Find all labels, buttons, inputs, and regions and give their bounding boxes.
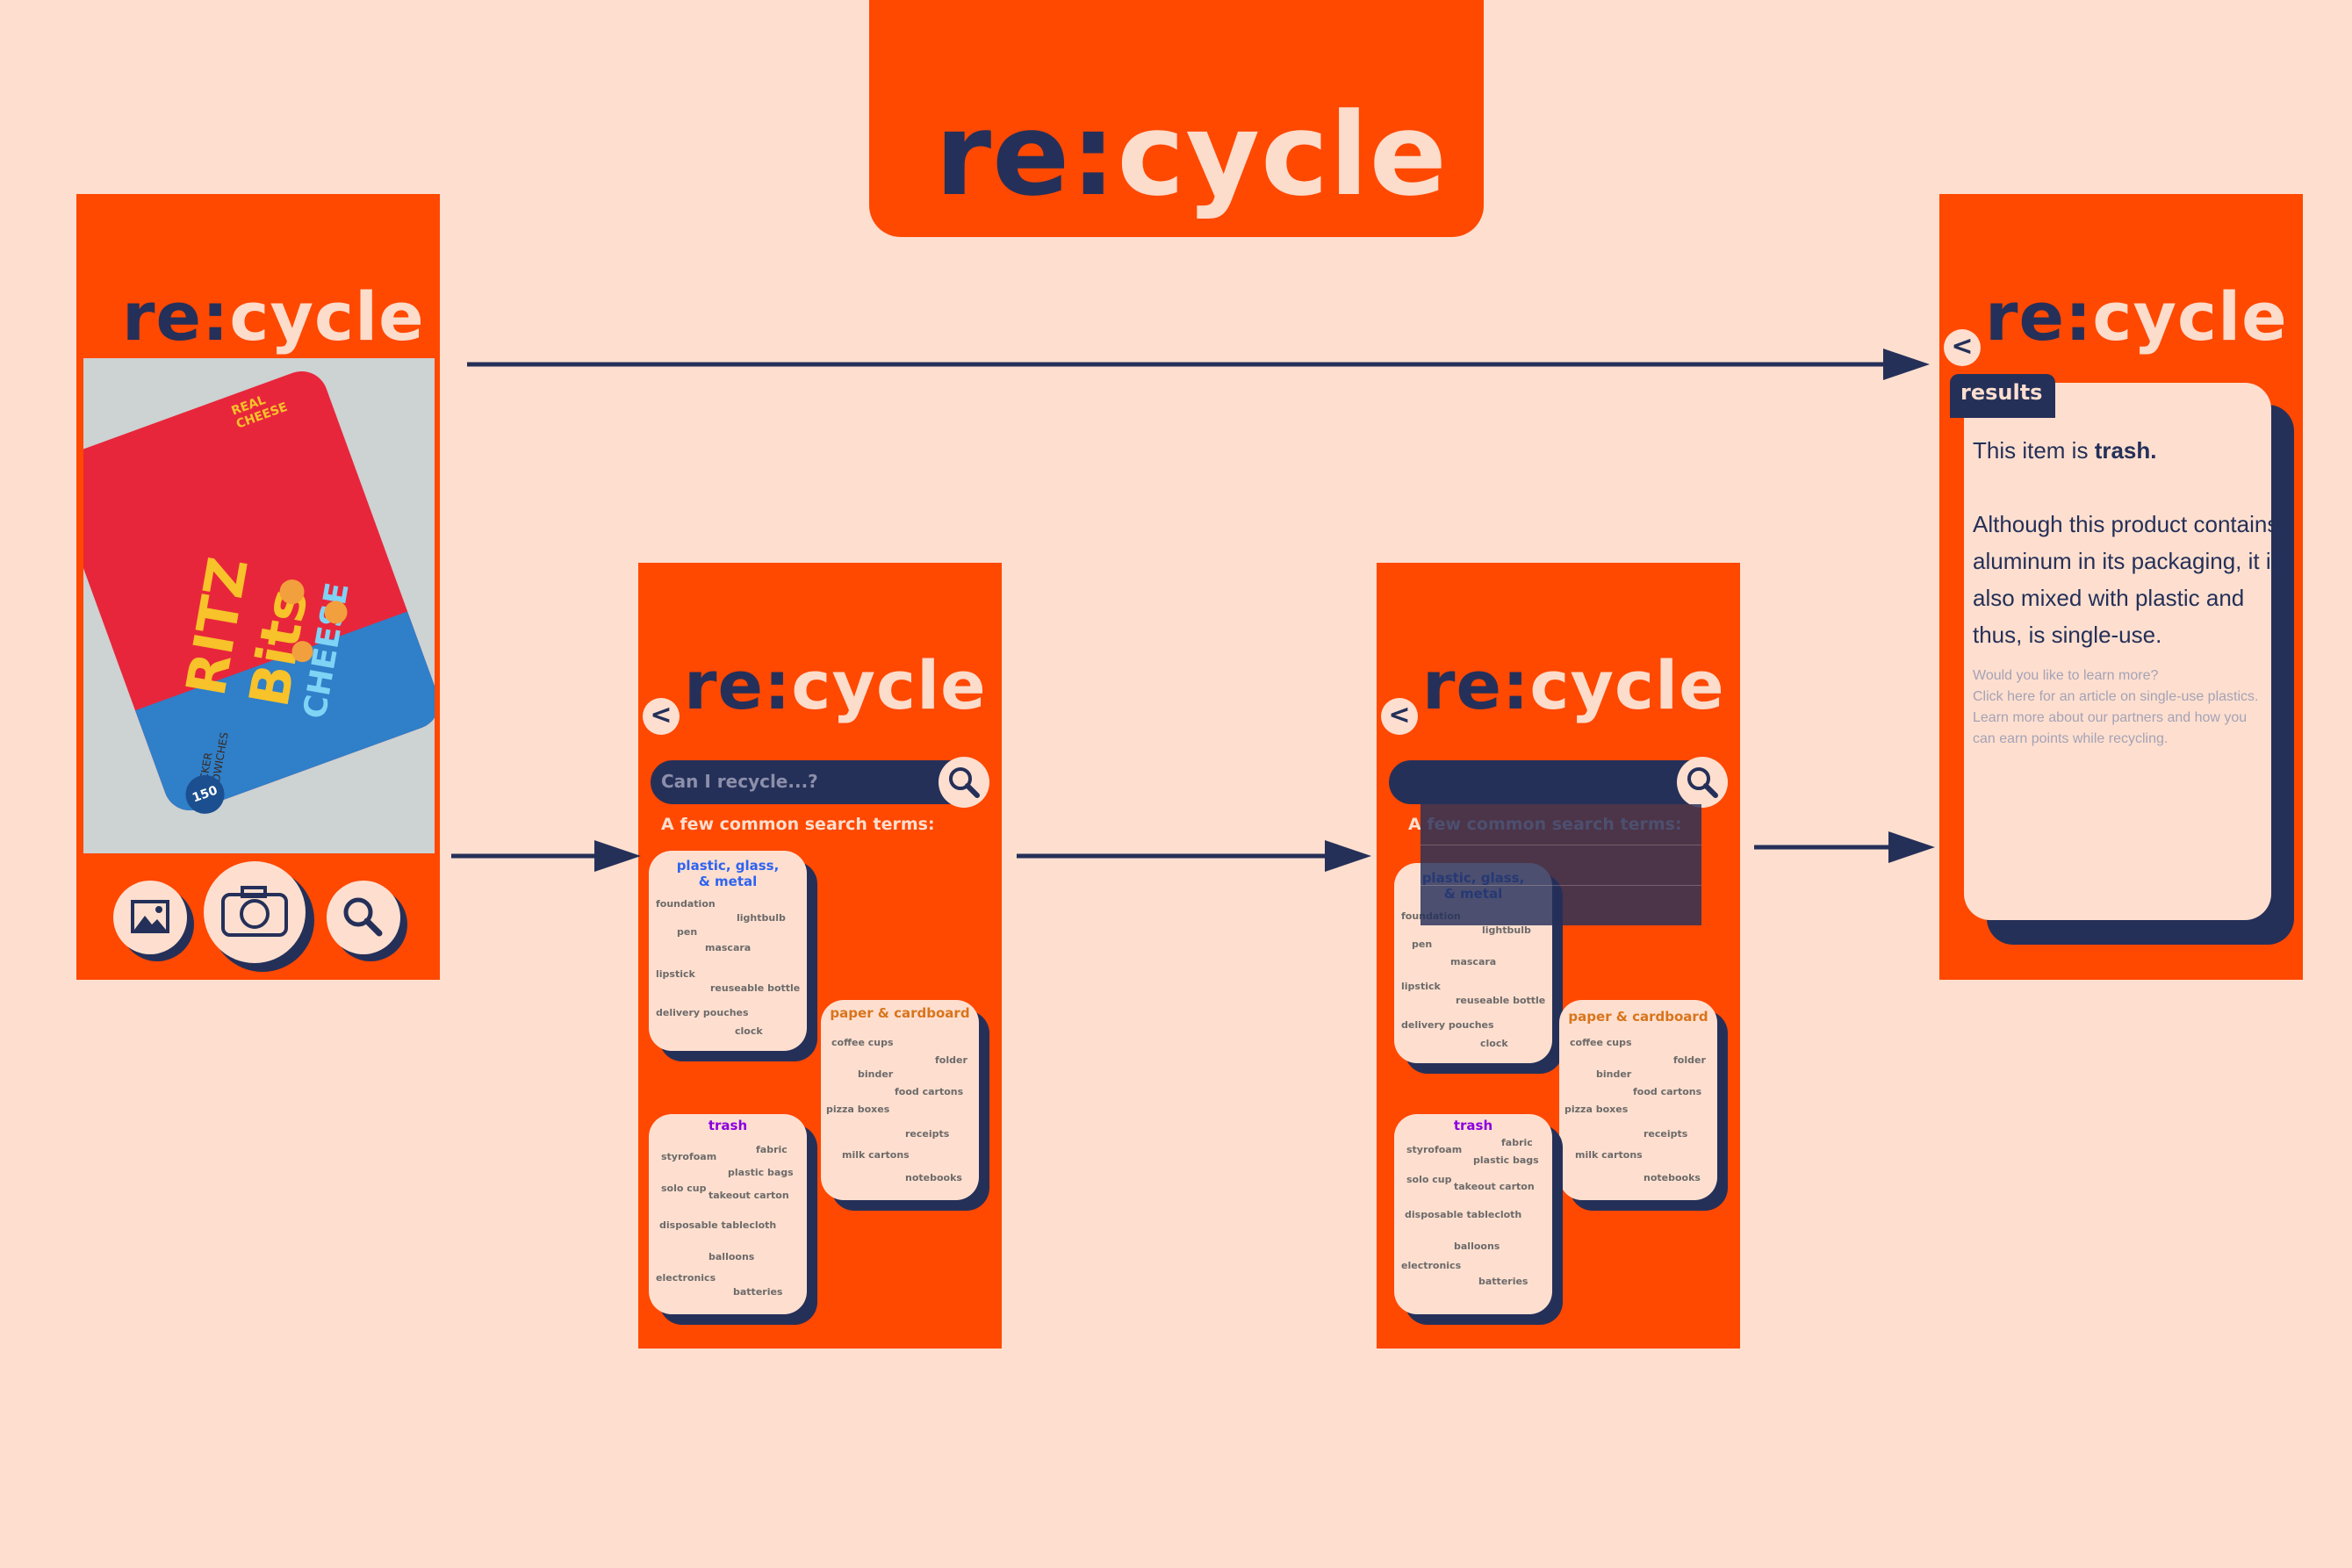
arrow-right-icon [467,349,1930,380]
common-terms-label: A few common search terms: [661,815,935,834]
result-explanation: Although this product contains aluminum … [1973,511,2283,648]
arrow-right-icon [451,840,641,872]
term[interactable]: electronics [656,1272,716,1284]
term[interactable]: plastic bags [728,1167,794,1178]
term[interactable]: lightbulb [1482,924,1531,936]
gallery-icon [131,900,169,933]
screen-logo: re:cycle [1985,277,2288,356]
term[interactable]: delivery pouches [656,1007,749,1018]
term[interactable]: folder [935,1054,967,1066]
screen-logo: re:cycle [122,277,425,356]
term[interactable]: milk cartons [842,1149,910,1161]
term[interactable]: styrofoam [661,1151,717,1162]
article-link[interactable]: Click here for an article on single-use … [1973,689,2259,704]
snack-bag: RITZ Bits CHEESE REAL CHEESE CRACKER SAN… [83,363,435,820]
screen-results: re:cycle < results This item is trash. A… [1939,194,2303,980]
search-input[interactable] [1389,760,1727,804]
term[interactable]: disposable tablecloth [659,1219,777,1231]
back-icon: < [1388,700,1411,730]
term[interactable]: balloons [708,1251,755,1262]
term[interactable]: notebooks [1644,1172,1701,1183]
search-submit-button[interactable] [1677,757,1728,808]
term[interactable]: reuseable bottle [1456,995,1546,1006]
term[interactable]: balloons [1454,1241,1500,1252]
term[interactable]: takeout carton [1454,1181,1535,1192]
main-header [869,0,1484,237]
main-logo: re:cycle [935,88,1448,221]
term[interactable]: lightbulb [737,912,786,924]
category-card-trash[interactable]: trash fabric styrofoam plastic bags solo… [649,1114,807,1314]
term[interactable]: binder [858,1068,894,1080]
term[interactable]: disposable tablecloth [1405,1209,1522,1220]
search-icon [343,897,383,937]
camera-button[interactable] [204,861,306,963]
back-button[interactable]: < [1944,329,1981,366]
partners-link[interactable]: Learn more about our partners and how yo… [1973,710,2248,725]
term[interactable]: takeout carton [708,1190,789,1201]
term[interactable]: food cartons [895,1086,964,1097]
term[interactable]: mascara [705,942,752,953]
term[interactable]: electronics [1401,1260,1462,1271]
term[interactable]: pen [677,926,698,938]
result-verdict: This item is trash. [1973,437,2157,464]
arrow-right-icon [1754,831,1935,863]
gallery-button[interactable] [113,881,187,954]
term[interactable]: styrofoam [1406,1144,1463,1155]
screen-camera: re:cycle RITZ Bits CHEESE REAL CHEESE CR… [76,194,440,980]
term[interactable]: coffee cups [1570,1037,1632,1048]
term[interactable]: folder [1673,1054,1706,1066]
search-suggestions-dropdown[interactable] [1421,804,1701,925]
back-icon: < [1951,331,1974,362]
screen-logo: re:cycle [684,646,987,724]
term[interactable]: clock [1480,1038,1508,1049]
search-submit-button[interactable] [939,757,989,808]
back-button[interactable]: < [643,698,680,735]
term[interactable]: solo cup [1406,1174,1452,1185]
term[interactable]: fabric [1501,1137,1533,1148]
category-card-paper[interactable]: paper & cardboard coffee cups folder bin… [1559,1000,1717,1200]
term[interactable]: receipts [1644,1128,1688,1140]
screen-logo: re:cycle [1422,646,1725,724]
search-placeholder: Can I recycle...? [661,771,818,792]
term[interactable]: batteries [733,1286,783,1298]
results-tab: results [1950,374,2055,418]
term[interactable]: foundation [656,898,716,910]
term[interactable]: reuseable bottle [710,982,801,994]
screen-search: re:cycle < Can I recycle...? A few commo… [638,563,1002,1349]
camera-icon [221,886,288,937]
category-card-paper[interactable]: paper & cardboard coffee cups folder bin… [821,1000,979,1200]
term[interactable]: fabric [756,1144,788,1155]
learn-more-links[interactable]: Would you like to learn more? Click here… [1973,668,2259,746]
term[interactable]: food cartons [1633,1086,1702,1097]
term[interactable]: clock [735,1025,763,1037]
search-input[interactable]: Can I recycle...? [651,760,989,804]
term[interactable]: lipstick [656,968,695,980]
term[interactable]: pizza boxes [826,1104,890,1115]
category-card-plastic[interactable]: plastic, glass, & metal foundation light… [649,851,807,1051]
term[interactable]: receipts [905,1128,950,1140]
search-button[interactable] [327,881,400,954]
search-icon [949,767,980,798]
term[interactable]: pizza boxes [1564,1104,1629,1115]
category-card-trash[interactable]: trash fabric styrofoam plastic bags solo… [1394,1114,1552,1314]
term[interactable]: coffee cups [831,1037,894,1048]
term[interactable]: solo cup [661,1183,707,1194]
arrow-right-icon [1017,840,1371,872]
term[interactable]: batteries [1478,1276,1528,1287]
term[interactable]: plastic bags [1473,1154,1539,1166]
screen-search-active: re:cycle < A few common search terms: pl… [1377,563,1740,1349]
term[interactable]: mascara [1450,956,1497,967]
term[interactable]: binder [1596,1068,1632,1080]
term[interactable]: milk cartons [1575,1149,1643,1161]
search-icon [1687,767,1718,798]
results-card: results This item is trash. Although thi… [1950,374,2283,920]
back-icon: < [650,700,673,730]
back-button[interactable]: < [1381,698,1418,735]
term[interactable]: lipstick [1401,981,1441,992]
term[interactable]: delivery pouches [1401,1019,1494,1031]
term[interactable]: pen [1412,939,1433,950]
camera-preview: RITZ Bits CHEESE REAL CHEESE CRACKER SAN… [83,358,435,853]
term[interactable]: notebooks [905,1172,962,1183]
